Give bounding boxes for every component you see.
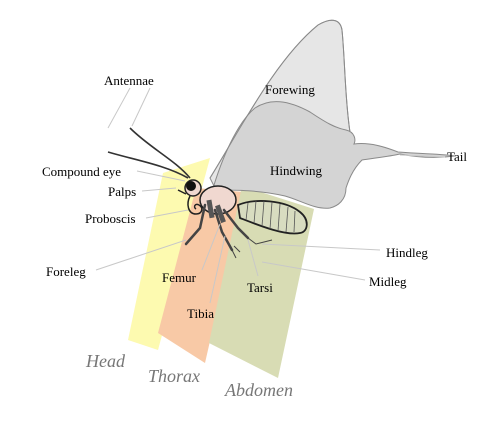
leader-lines — [95, 87, 446, 304]
femur-segments — [206, 199, 226, 224]
abdomen-band — [209, 186, 314, 378]
hindleg — [222, 208, 250, 240]
legs — [184, 203, 250, 252]
label-foreleg: Foreleg — [46, 264, 86, 279]
label-midleg: Midleg — [369, 274, 407, 289]
label-tibia: Tibia — [187, 306, 214, 321]
label-antennae: Antennae — [104, 73, 154, 88]
foreleg — [184, 203, 207, 246]
section-thorax: Thorax — [148, 366, 200, 386]
midleg — [213, 208, 234, 252]
palps — [177, 189, 187, 195]
tarsi-segments — [231, 237, 273, 259]
proboscis — [187, 195, 203, 215]
label-hindleg: Hindleg — [386, 245, 428, 260]
label-proboscis: Proboscis — [85, 211, 136, 226]
label-forewing: Forewing — [265, 82, 315, 97]
label-palps: Palps — [108, 184, 136, 199]
abdomen-segments — [245, 200, 296, 233]
section-head: Head — [85, 351, 126, 371]
compound-eye — [186, 181, 196, 191]
label-compound-eye: Compound eye — [42, 164, 121, 179]
label-hindwing: Hindwing — [270, 163, 323, 178]
antenna-1 — [129, 127, 191, 179]
label-femur: Femur — [162, 270, 197, 285]
label-tarsi: Tarsi — [247, 280, 273, 295]
hindwing — [213, 101, 456, 209]
antenna-2 — [107, 151, 189, 179]
head-band — [128, 158, 210, 350]
forewing-edge — [209, 19, 351, 179]
label-tail: Tail — [447, 149, 467, 164]
section-abdomen: Abdomen — [224, 380, 293, 400]
